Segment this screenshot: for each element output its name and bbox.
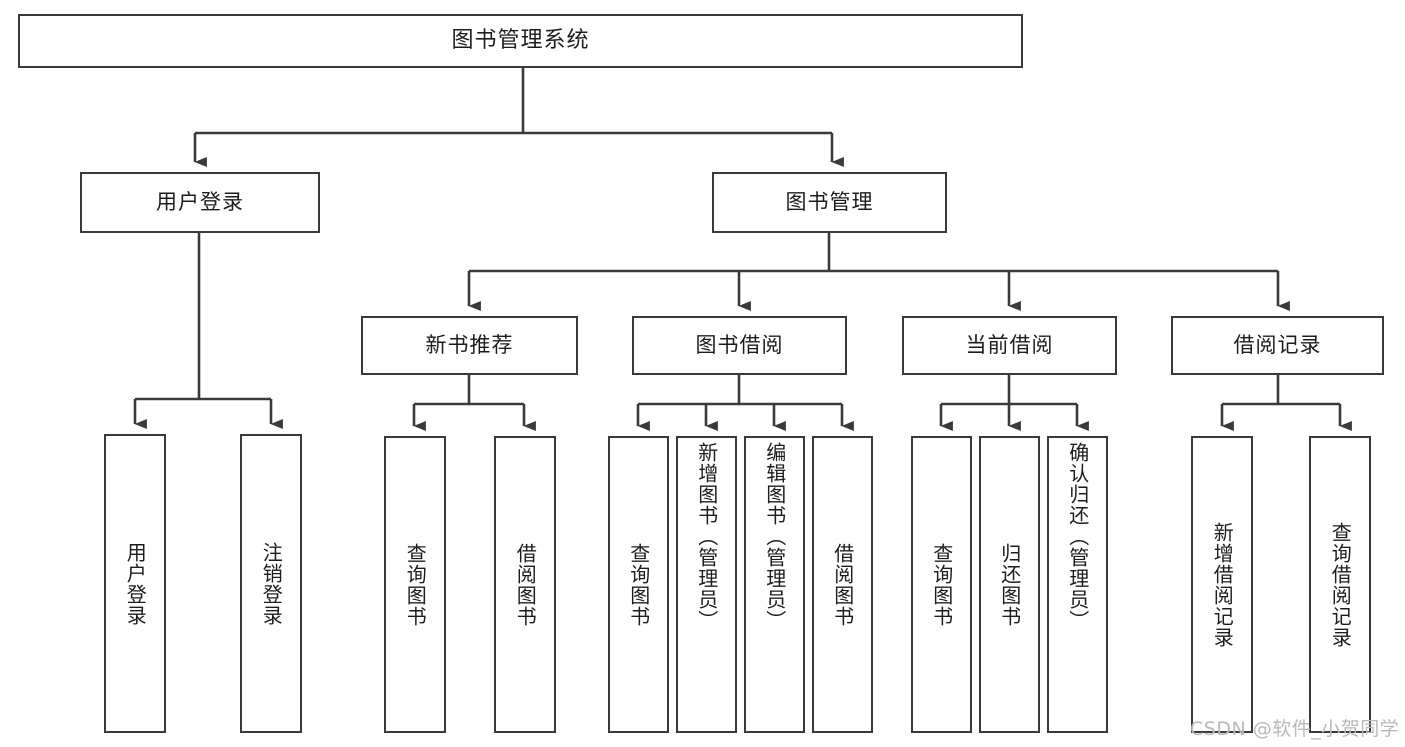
node-leaf-borrow-book-new[interactable]: 借阅图书 <box>494 436 556 733</box>
node-label: 借阅图书 <box>830 542 855 627</box>
node-leaf-edit-book-admin[interactable]: 编辑图书（管理员） <box>744 436 805 733</box>
leaf-text-wrap: 借阅图书 <box>814 438 871 731</box>
node-label: 用户登录 <box>123 541 148 626</box>
leaf-text-wrap: 编辑图书（管理员） <box>746 438 803 735</box>
node-label: 确认归还（管理员） <box>1065 442 1090 631</box>
node-label: 新增图书（管理员） <box>694 442 719 631</box>
node-leaf-user-login[interactable]: 用户登录 <box>104 434 166 733</box>
node-label: 借阅记录 <box>1233 333 1322 358</box>
node-leaf-query-book-borrow[interactable]: 查询图书 <box>608 436 669 733</box>
leaf-text-wrap: 归还图书 <box>981 438 1038 731</box>
node-root-book-management-system[interactable]: 图书管理系统 <box>18 14 1023 68</box>
node-label: 当前借阅 <box>965 333 1054 358</box>
leaf-text-wrap: 确认归还（管理员） <box>1049 438 1106 735</box>
node-leaf-add-borrow-record[interactable]: 新增借阅记录 <box>1191 436 1253 733</box>
node-user-login[interactable]: 用户登录 <box>80 172 320 233</box>
node-leaf-confirm-return-admin[interactable]: 确认归还（管理员） <box>1047 436 1108 733</box>
node-leaf-return-book[interactable]: 归还图书 <box>979 436 1040 733</box>
node-leaf-add-book-admin[interactable]: 新增图书（管理员） <box>676 436 737 733</box>
node-label: 图书管理 <box>785 190 874 215</box>
leaf-text-wrap: 用户登录 <box>106 436 164 731</box>
node-label: 用户登录 <box>156 190 244 215</box>
node-label: 注销登录 <box>259 541 284 626</box>
node-borrowing-record[interactable]: 借阅记录 <box>1171 316 1384 375</box>
node-leaf-borrow-book[interactable]: 借阅图书 <box>812 436 873 733</box>
node-leaf-query-book-new[interactable]: 查询图书 <box>384 436 446 733</box>
node-label: 新增借阅记录 <box>1210 521 1235 648</box>
node-label: 查询图书 <box>929 542 954 627</box>
node-book-borrowing[interactable]: 图书借阅 <box>632 316 847 375</box>
leaf-text-wrap: 查询图书 <box>913 438 970 731</box>
node-book-management[interactable]: 图书管理 <box>712 172 947 233</box>
node-label: 查询借阅记录 <box>1328 521 1353 648</box>
node-label: 新书推荐 <box>425 333 514 358</box>
leaf-text-wrap: 查询图书 <box>610 438 667 731</box>
leaf-text-wrap: 查询借阅记录 <box>1311 438 1369 731</box>
node-current-borrowing[interactable]: 当前借阅 <box>902 316 1117 375</box>
node-label: 图书借阅 <box>695 333 784 358</box>
node-new-book-recommendation[interactable]: 新书推荐 <box>361 316 578 375</box>
node-label: 编辑图书（管理员） <box>762 442 787 631</box>
leaf-text-wrap: 新增图书（管理员） <box>678 438 735 735</box>
node-leaf-query-borrow-record[interactable]: 查询借阅记录 <box>1309 436 1371 733</box>
leaf-text-wrap: 新增借阅记录 <box>1193 438 1251 731</box>
leaf-text-wrap: 查询图书 <box>386 438 444 731</box>
node-label: 查询图书 <box>403 542 428 627</box>
csdn-watermark: CSDN @软件_小贺同学 <box>1190 718 1400 740</box>
node-label: 查询图书 <box>626 542 651 627</box>
node-label: 图书管理系统 <box>451 28 590 54</box>
leaf-text-wrap: 注销登录 <box>242 436 300 731</box>
node-label: 借阅图书 <box>513 542 538 627</box>
node-leaf-logout[interactable]: 注销登录 <box>240 434 302 733</box>
leaf-text-wrap: 借阅图书 <box>496 438 554 731</box>
node-leaf-query-book-current[interactable]: 查询图书 <box>911 436 972 733</box>
node-label: 归还图书 <box>997 542 1022 627</box>
